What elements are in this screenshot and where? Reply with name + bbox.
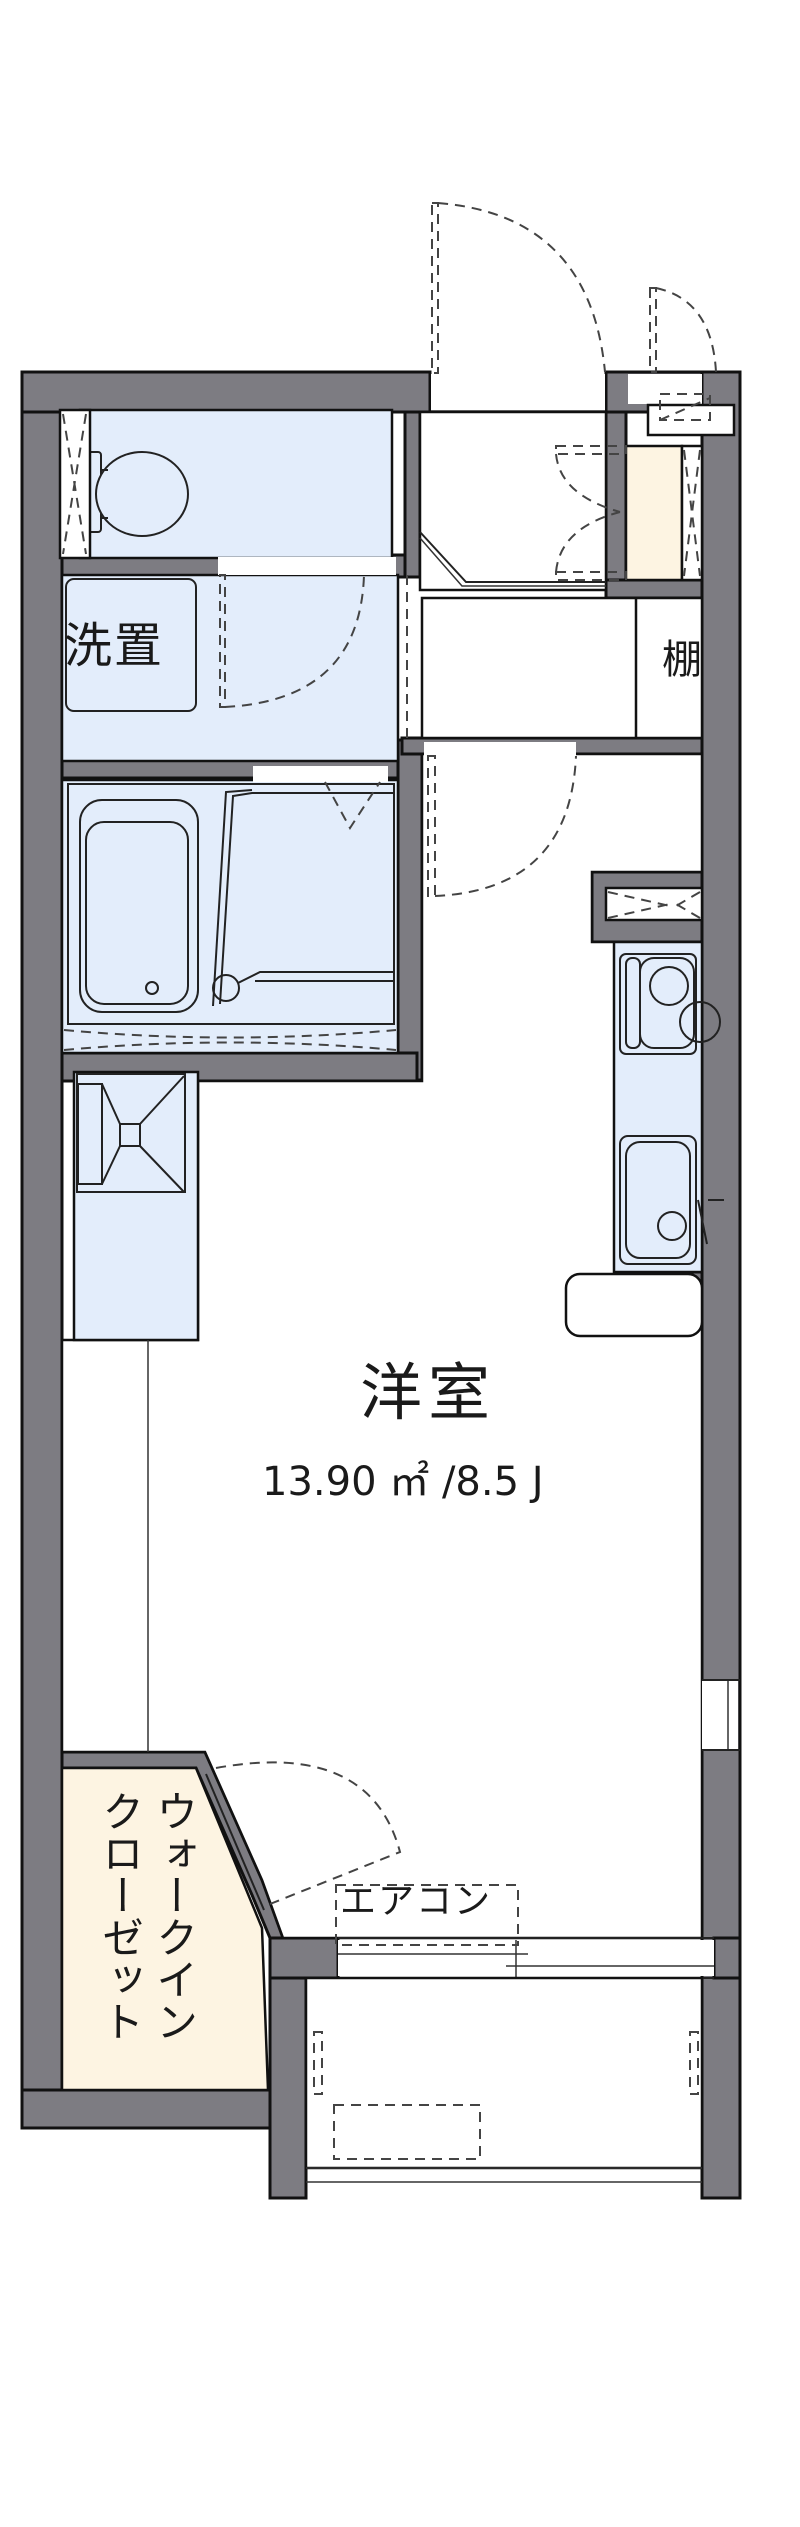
side-window-icon <box>702 1679 740 1751</box>
toilet-icon <box>81 451 189 537</box>
shoe-cabinet-door-icon <box>555 445 627 581</box>
closet-door-icon <box>205 1761 402 1911</box>
walk-in-closet-label-line1: ウォークイン <box>149 1790 199 2042</box>
washroom-door-icon <box>219 574 365 708</box>
pipe-space-icon <box>58 408 92 560</box>
balcony <box>304 1976 704 2170</box>
main-room-label: 洋室 <box>360 1356 497 1429</box>
entrance-door-icon <box>431 202 717 374</box>
bathtub-icon <box>67 783 395 1025</box>
meter-box-icon <box>646 393 736 437</box>
shelf-label: 棚 <box>662 637 702 683</box>
shoe-cabinet <box>624 444 684 582</box>
walk-in-closet-label-line2: クローゼット <box>95 1790 145 2042</box>
stove-icon <box>619 953 721 1055</box>
washbasin-icon <box>76 1073 186 1193</box>
washer-space-label: 洗置 <box>64 618 165 674</box>
shelf <box>634 596 704 740</box>
entry-hall <box>418 410 608 592</box>
air-conditioner-icon <box>335 1884 519 1946</box>
air-conditioner-label: エアコン <box>340 1881 493 1922</box>
walk-in-closet <box>60 1766 270 2092</box>
room-door-icon <box>427 755 577 897</box>
entrance-opening <box>431 374 605 411</box>
outdoor-unit-icon <box>333 2104 481 2160</box>
sink-icon <box>619 1135 724 1265</box>
washer-space <box>65 578 197 712</box>
counter-extension <box>564 1272 704 1338</box>
refrigerator-space-icon <box>604 886 704 922</box>
main-room-area: 13.90 ㎡ /8.5 J <box>262 1459 544 1505</box>
walls <box>20 370 742 2200</box>
pipe-space-right-icon <box>680 444 704 582</box>
